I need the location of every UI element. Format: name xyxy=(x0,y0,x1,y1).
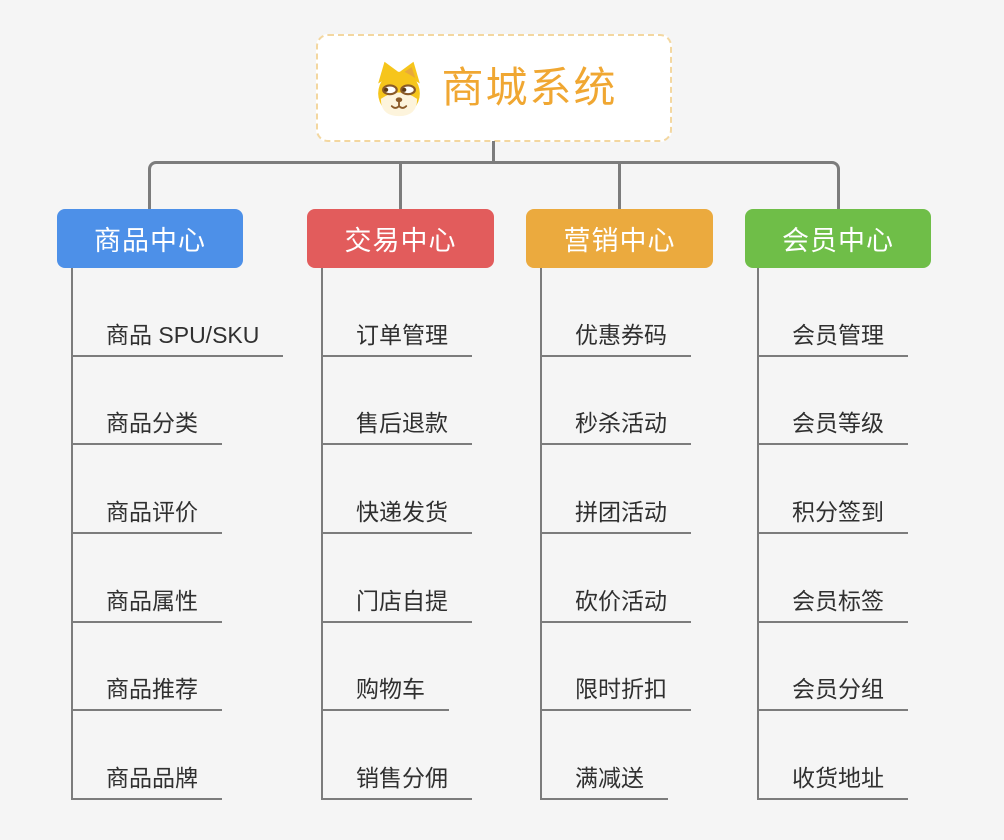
subtopic-item[interactable]: 订单管理 xyxy=(323,268,472,357)
subtopic-item[interactable]: 商品 SPU/SKU xyxy=(73,268,284,357)
branch-label: 会员中心 xyxy=(782,226,894,256)
subtopic-item[interactable]: 秒杀活动 xyxy=(542,357,691,446)
branch-node-product-center[interactable]: 商品中心 xyxy=(57,209,243,268)
subtopic-label: 商品分类 xyxy=(73,412,222,446)
subtopic-label: 销售分佣 xyxy=(323,767,472,801)
subtopic-label: 拼团活动 xyxy=(542,501,691,535)
subtopic-item[interactable]: 限时折扣 xyxy=(542,623,691,712)
subtopic-item[interactable]: 收货地址 xyxy=(759,711,908,801)
branch-label: 营销中心 xyxy=(563,226,676,256)
subtopic-label: 优惠券码 xyxy=(542,323,691,357)
subtopic-item[interactable]: 商品推荐 xyxy=(73,623,283,712)
connector-drop-marketing xyxy=(618,163,621,209)
subtopic-item[interactable]: 商品属性 xyxy=(73,534,283,623)
subtopic-label: 会员等级 xyxy=(759,412,908,446)
subtopic-item[interactable]: 会员标签 xyxy=(759,534,908,623)
subtopic-label: 会员管理 xyxy=(759,323,908,357)
subtopic-column-product: 商品 SPU/SKU 商品分类 商品评价 商品属性 商品推荐 商品品牌 xyxy=(71,268,284,801)
subtopic-item[interactable]: 门店自提 xyxy=(323,534,472,623)
subtopic-item[interactable]: 销售分佣 xyxy=(323,711,472,801)
subtopic-label: 商品 SPU/SKU xyxy=(73,323,284,357)
subtopic-item[interactable]: 会员等级 xyxy=(759,357,908,446)
subtopic-label: 商品品牌 xyxy=(73,767,222,801)
subtopic-label: 快递发货 xyxy=(323,501,472,535)
subtopic-label: 会员分组 xyxy=(759,678,908,712)
subtopic-item[interactable]: 会员分组 xyxy=(759,623,908,712)
subtopic-item[interactable]: 满减送 xyxy=(542,711,691,801)
subtopic-label: 满减送 xyxy=(542,767,668,801)
subtopic-column-marketing: 优惠券码 秒杀活动 拼团活动 砍价活动 限时折扣 满减送 xyxy=(540,268,691,801)
subtopic-label: 商品推荐 xyxy=(73,678,222,712)
subtopic-label: 限时折扣 xyxy=(542,678,691,712)
subtopic-label: 购物车 xyxy=(323,678,449,712)
subtopic-column-member: 会员管理 会员等级 积分签到 会员标签 会员分组 收货地址 xyxy=(757,268,908,801)
subtopic-label: 门店自提 xyxy=(323,589,472,623)
connector-drop-trade xyxy=(399,163,402,209)
root-node[interactable]: 商城系统 xyxy=(316,34,672,142)
subtopic-label: 商品评价 xyxy=(73,501,222,535)
subtopic-label: 砍价活动 xyxy=(542,589,691,623)
subtopic-label: 积分签到 xyxy=(759,501,908,535)
subtopic-label: 商品属性 xyxy=(73,589,222,623)
subtopic-item[interactable]: 会员管理 xyxy=(759,268,908,357)
root-title: 商城系统 xyxy=(441,64,618,111)
subtopic-item[interactable]: 商品评价 xyxy=(73,445,283,535)
subtopic-column-trade: 订单管理 售后退款 快递发货 门店自提 购物车 销售分佣 xyxy=(321,268,472,801)
subtopic-label: 收货地址 xyxy=(759,767,908,801)
subtopic-item[interactable]: 售后退款 xyxy=(323,357,472,446)
subtopic-item[interactable]: 快递发货 xyxy=(323,445,472,535)
connector-root-stem xyxy=(492,141,495,162)
subtopic-item[interactable]: 优惠券码 xyxy=(542,268,691,357)
subtopic-item[interactable]: 购物车 xyxy=(323,623,472,712)
subtopic-item[interactable]: 拼团活动 xyxy=(542,445,691,535)
subtopic-item[interactable]: 商品分类 xyxy=(73,357,283,446)
subtopic-label: 售后退款 xyxy=(323,412,472,446)
subtopic-label: 秒杀活动 xyxy=(542,412,691,446)
subtopic-item[interactable]: 砍价活动 xyxy=(542,534,691,623)
subtopic-label: 订单管理 xyxy=(323,323,472,357)
branch-node-member-center[interactable]: 会员中心 xyxy=(745,209,931,268)
branch-node-trade-center[interactable]: 交易中心 xyxy=(307,209,494,268)
subtopic-item[interactable]: 积分签到 xyxy=(759,445,908,535)
branch-label: 交易中心 xyxy=(344,226,457,256)
branch-label: 商品中心 xyxy=(94,226,206,256)
subtopic-item[interactable]: 商品品牌 xyxy=(73,711,283,801)
connector-bracket xyxy=(148,161,840,209)
subtopic-label: 会员标签 xyxy=(759,589,908,623)
branch-node-marketing-center[interactable]: 营销中心 xyxy=(526,209,713,268)
shiba-dog-icon xyxy=(378,61,421,117)
